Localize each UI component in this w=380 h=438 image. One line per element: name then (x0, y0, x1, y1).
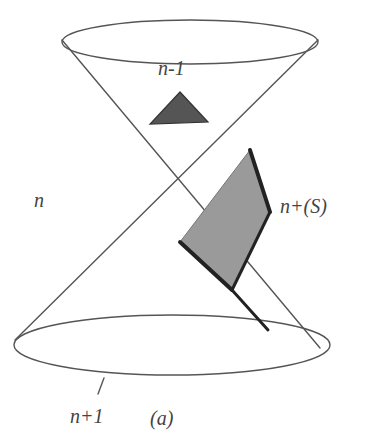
top-ellipse (62, 20, 318, 64)
label-text: n (34, 190, 44, 210)
shaded-region (180, 150, 270, 290)
thick-edge (180, 242, 232, 290)
label-text: n-1 (158, 58, 185, 78)
tick-mark (98, 378, 104, 394)
shaded-triangle (150, 92, 208, 124)
label-text: n+(S) (280, 196, 327, 216)
label-text: n+1 (70, 406, 104, 426)
bottom-ellipse (14, 315, 330, 375)
thick-edge (250, 150, 270, 212)
label-text: (a) (150, 408, 173, 428)
thick-edge (232, 212, 270, 290)
thick-edge (232, 290, 268, 330)
cone-edge (15, 40, 318, 340)
cone-edge (62, 40, 320, 348)
